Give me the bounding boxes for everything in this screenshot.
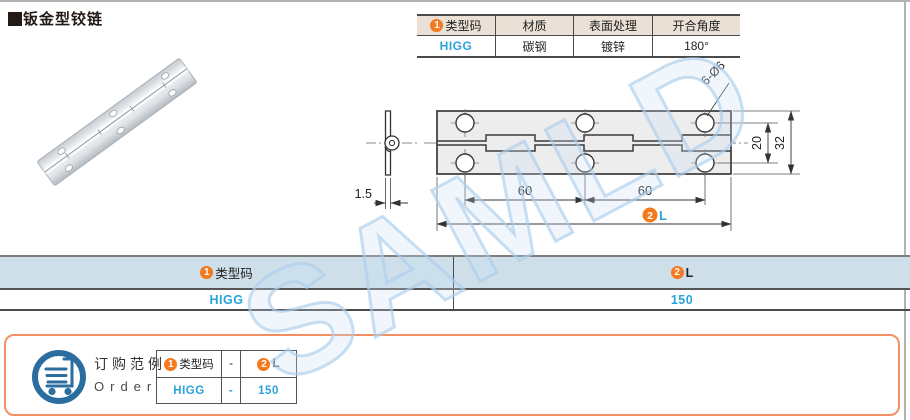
spec-value-material: 碳钢 [495,36,573,56]
mounting-holes [451,109,719,177]
size-value-length: 150 [453,290,910,309]
dim-thickness [374,178,408,209]
order-header-separator: - [221,351,240,377]
dim-length-label: L [659,208,667,223]
order-value-code: HIGG [173,384,205,397]
order-value-length: 150 [240,378,296,403]
title-bullet-icon [8,11,22,26]
technical-drawing: 1.5 6-Ø6 [355,58,800,231]
spec-header-surface: 表面处理 [573,16,652,35]
order-header-length-label: L [272,358,280,370]
order-table: 1 类型码 - 2 L HIGG - 150 [156,350,297,404]
order-table-header-row: 1 类型码 - 2 L [157,351,296,378]
size-table-header-row: 1 类型码 2 L [0,255,910,290]
spec-value-code: HIGG [439,39,473,53]
hole-spec-label: 6-Ø6 [698,58,728,88]
hole-spec-leader [706,82,730,117]
spec-value-surface: 镀锌 [573,36,652,56]
size-table: 1 类型码 2 L HIGG 150 [0,255,910,311]
order-titles: 订购范例 Order [94,354,166,394]
spec-header-code: 1 类型码 [417,16,495,35]
size-header-length: 2 L [453,257,910,288]
order-value-separator: - [221,378,240,403]
dim-offset-20-label: 20 [750,136,764,150]
dim-pitch [464,174,706,205]
size-header-code: 1 类型码 [0,257,453,288]
order-example-panel: 订购范例 Order 1 类型码 - 2 L HIGG - 150 [4,334,900,416]
order-title-cn: 订购范例 [94,356,166,372]
dim-length [436,177,732,231]
dim-thickness-label: 1.5 [355,187,372,201]
size-header-length-label: L [685,265,694,280]
circle-2-icon: 2 [257,357,271,371]
dim-length-num: 2 [647,210,653,222]
circle-1-icon: 1 [430,19,444,32]
spec-header-angle: 开合角度 [652,16,740,35]
order-title-en: Order [94,379,158,394]
page-right-border [904,2,906,420]
page-title-text: 钣金型铰链 [23,11,104,28]
product-photo [37,58,197,186]
size-header-code-label: 类型码 [215,267,253,281]
page-title: 钣金型铰链 [8,8,103,29]
cart-icon [32,350,86,404]
side-view [384,110,400,176]
dim-offset-20 [718,122,778,164]
spec-table-header-row: 1 类型码 材质 表面处理 开合角度 [417,16,740,36]
size-table-value-row: HIGG 150 [0,290,910,311]
circle-1-icon: 1 [164,357,178,371]
dim-width-32 [733,110,800,175]
dim-pitch-left-label: 60 [518,183,532,198]
spec-value-angle: 180° [652,36,740,56]
spec-header-material: 材质 [495,16,573,35]
circle-1-icon: 1 [200,266,214,279]
order-header-code: 1 类型码 [157,351,221,377]
circle-2-icon [642,207,658,223]
order-header-code-label: 类型码 [179,359,214,371]
spec-table-value-row: HIGG 碳钢 镀锌 180° [417,36,740,56]
order-header-length: 2 L [240,351,296,377]
order-table-value-row: HIGG - 150 [157,378,296,403]
size-value-code: HIGG [209,292,244,307]
circle-2-icon: 2 [670,266,684,279]
dim-width-32-label: 32 [773,136,787,150]
spec-table: 1 类型码 材质 表面处理 开合角度 HIGG 碳钢 镀锌 180° [417,14,740,58]
dim-pitch-right-label: 60 [638,183,652,198]
spec-header-code-label: 类型码 [445,19,482,33]
